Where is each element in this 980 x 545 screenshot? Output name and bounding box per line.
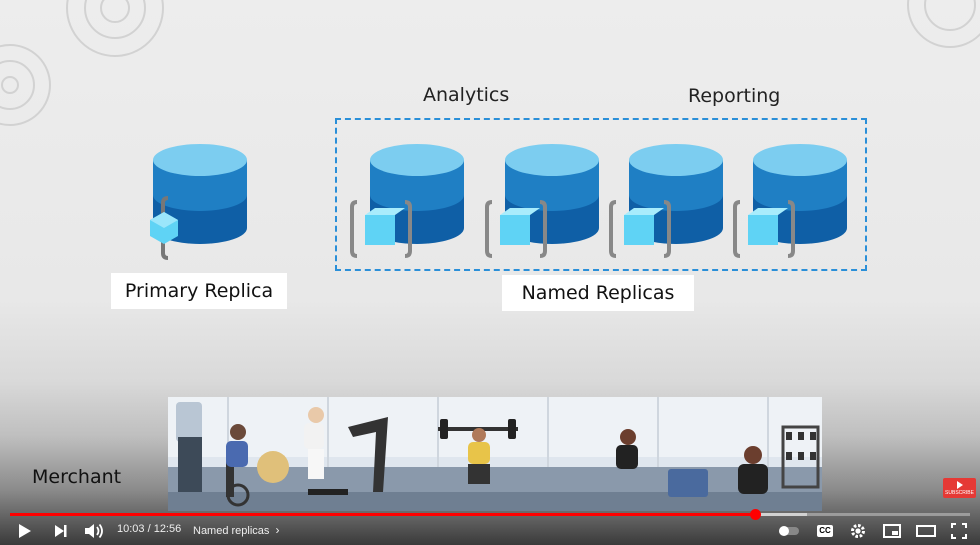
- named-replicas-group-box: [335, 118, 867, 271]
- named-replica-database-icon: [350, 144, 464, 258]
- miniplayer-icon: [883, 524, 901, 538]
- reporting-label: Reporting: [688, 85, 781, 107]
- next-icon: [55, 525, 67, 537]
- named-replica-database-icon: [733, 144, 847, 258]
- player-controls: 10:03 / 12:56 Named replicas › CC: [0, 517, 980, 545]
- named-replica-database-icon: [609, 144, 723, 258]
- analytics-label: Analytics: [423, 84, 510, 106]
- primary-database-icon: [150, 144, 247, 260]
- gear-decoration-icon: [0, 0, 164, 126]
- progress-scrubber-handle[interactable]: [749, 509, 761, 520]
- progress-played: [10, 513, 755, 516]
- theater-icon: [916, 525, 936, 537]
- fullscreen-button[interactable]: [948, 521, 970, 541]
- named-replicas-label: Named Replicas: [502, 275, 694, 311]
- chapter-title: Named replicas: [193, 525, 270, 537]
- settings-icon: [851, 524, 865, 538]
- gear-decoration-icon: [907, 0, 980, 48]
- volume-icon: [85, 523, 103, 539]
- merchant-label: Merchant: [32, 466, 122, 488]
- subscribe-label: SUBSCRIBE: [945, 490, 974, 496]
- settings-button[interactable]: [847, 521, 869, 541]
- captions-button[interactable]: CC: [814, 521, 836, 541]
- next-button[interactable]: [50, 521, 72, 541]
- fullscreen-icon: [951, 523, 967, 539]
- youtube-play-icon: [956, 481, 963, 489]
- theater-mode-button[interactable]: [914, 521, 938, 541]
- chapter-title-link[interactable]: Named replicas ›: [193, 523, 279, 537]
- autoplay-toggle-icon: [779, 526, 799, 536]
- time-display: 10:03 / 12:56: [117, 523, 182, 535]
- chevron-right-icon: ›: [275, 523, 280, 537]
- volume-button[interactable]: [82, 521, 106, 541]
- autoplay-toggle[interactable]: [776, 521, 802, 541]
- play-button[interactable]: [14, 521, 36, 541]
- miniplayer-button[interactable]: [881, 521, 903, 541]
- play-icon: [19, 524, 31, 538]
- subscribe-button[interactable]: SUBSCRIBE: [943, 478, 976, 498]
- named-replica-database-icon: [485, 144, 599, 258]
- primary-replica-label: Primary Replica: [111, 273, 287, 309]
- gym-ad-illustration[interactable]: [168, 397, 822, 511]
- progress-buffered: [754, 513, 807, 516]
- captions-icon: CC: [817, 525, 833, 537]
- progress-bar[interactable]: [10, 509, 970, 520]
